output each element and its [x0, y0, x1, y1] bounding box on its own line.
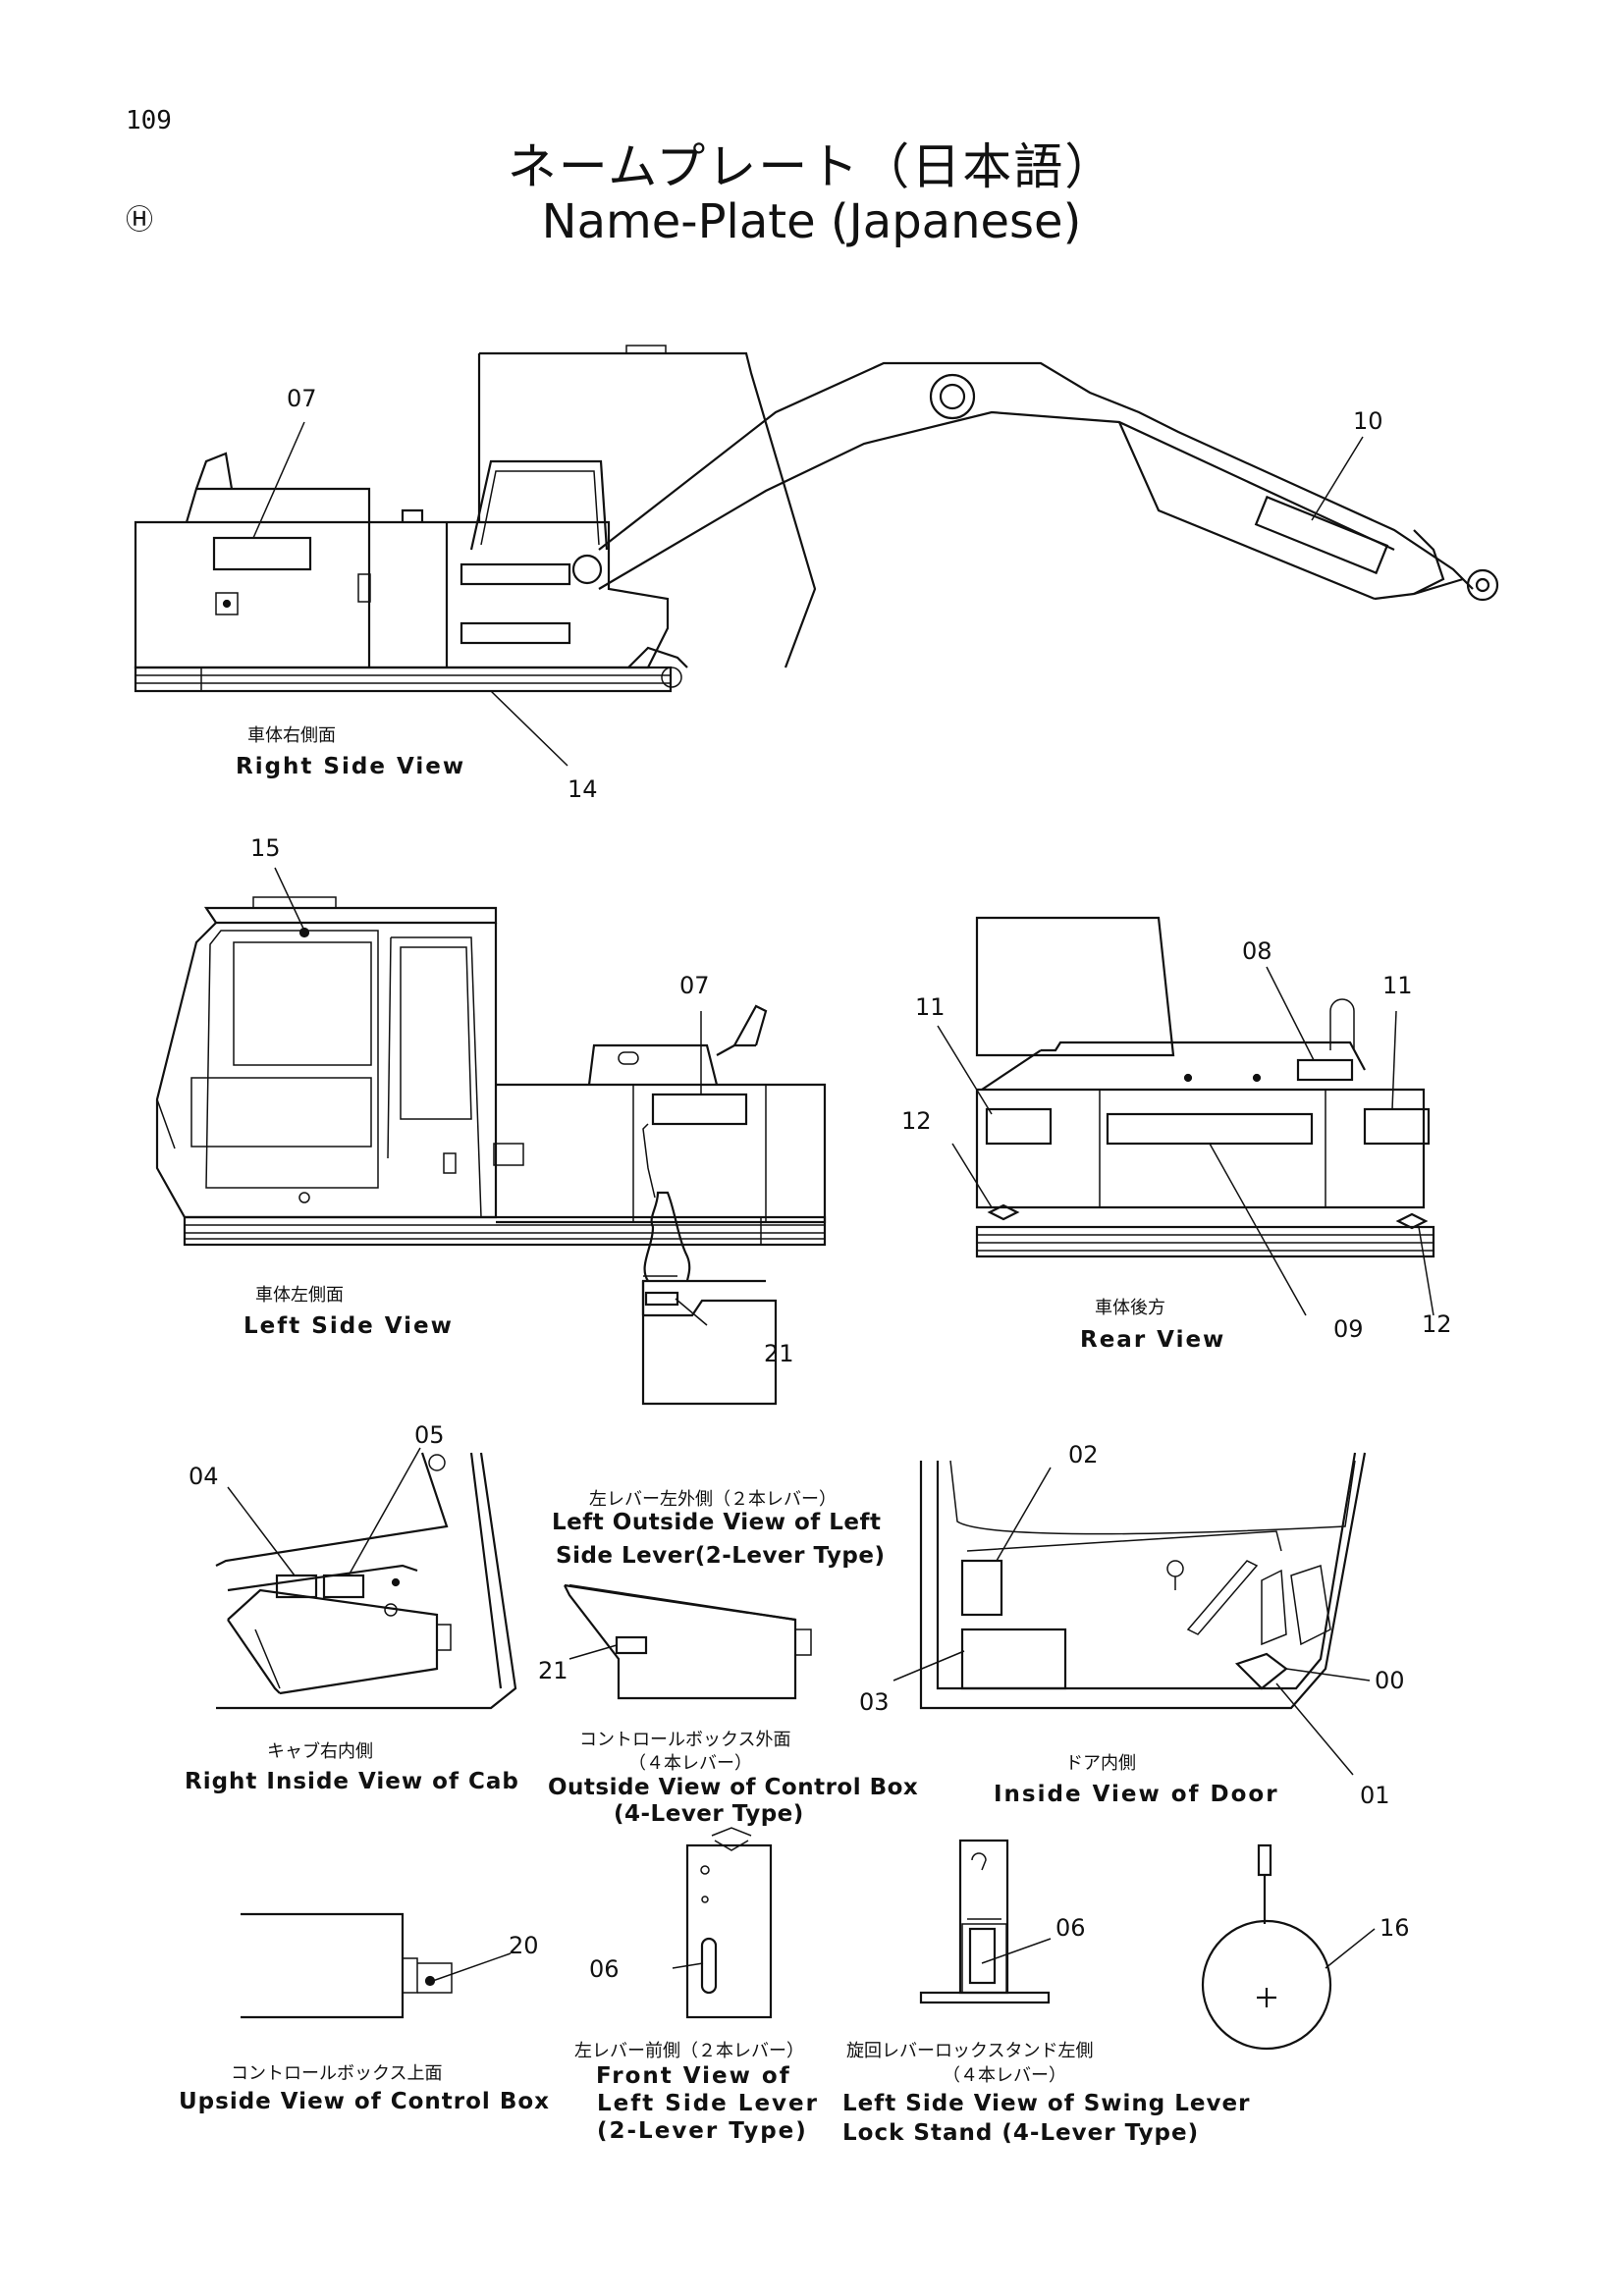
- title-english: Name-Plate (Japanese): [541, 194, 1082, 249]
- callout-12-left: 12: [901, 1107, 932, 1135]
- caption-rear-en: Rear View: [1080, 1327, 1226, 1353]
- callout-10: 10: [1353, 407, 1383, 435]
- caption-front-left-lever-en-2: Left Side Lever: [597, 2091, 819, 2116]
- callout-07-left: 07: [679, 972, 710, 999]
- nameplate-06-stand: [968, 1927, 997, 1985]
- nameplate-06-front: [700, 1937, 718, 1995]
- callout-20: 20: [509, 1932, 539, 1959]
- caption-front-left-lever-en-3: (2-Lever Type): [597, 2118, 808, 2144]
- caption-front-left-lever-en-1: Front View of: [596, 2063, 791, 2089]
- page-number: 109: [126, 106, 172, 135]
- manufacturer-mark: Ⓗ: [126, 203, 154, 236]
- nameplate-right-cab-1: [460, 562, 571, 586]
- caption-left-outside-lever-jp: 左レバー左外側（２本レバー）: [589, 1489, 837, 1510]
- swing-lever-lock-drawing: [919, 1839, 1052, 2004]
- callout-04: 04: [189, 1463, 219, 1490]
- inside-door-drawing: [893, 1452, 1371, 1776]
- nameplate-07-right: [212, 536, 312, 571]
- callout-21-lever: 21: [764, 1340, 794, 1367]
- nameplate-00: [1234, 1652, 1288, 1690]
- upside-control-box-drawing: [241, 1912, 512, 2019]
- caption-left-side-jp: 車体左側面: [255, 1285, 344, 1306]
- caption-outside-control-box-jp-1: コントロールボックス外面: [579, 1730, 791, 1750]
- callout-00: 00: [1375, 1667, 1405, 1694]
- caption-swing-lever-lock-jp-1: 旋回レバーロックスタンド左側: [846, 2041, 1094, 2061]
- callout-09: 09: [1333, 1315, 1364, 1343]
- right-side-view-drawing: [134, 345, 1499, 767]
- nameplate-11-left: [985, 1107, 1053, 1146]
- caption-outside-control-box-en-2: (4-Lever Type): [614, 1801, 804, 1827]
- nameplate-10: [1254, 495, 1389, 575]
- nameplate-08: [1296, 1058, 1354, 1082]
- outside-control-box-drawing: [564, 1583, 812, 1700]
- caption-outside-control-box-jp-2: （４本レバー）: [628, 1753, 752, 1774]
- caption-swing-lever-lock-jp-2: （４本レバー）: [943, 2065, 1066, 2086]
- callout-21-box: 21: [538, 1657, 568, 1684]
- nameplate-05: [322, 1574, 365, 1599]
- left-outside-lever-drawing: [641, 1123, 778, 1406]
- caption-outside-control-box-en-1: Outside View of Control Box: [548, 1775, 919, 1800]
- nameplate-21-box: [615, 1635, 648, 1655]
- callout-01: 01: [1360, 1782, 1390, 1809]
- callout-02: 02: [1068, 1441, 1099, 1468]
- caption-swing-lever-lock-en-2: Lock Stand (4-Lever Type): [842, 2120, 1200, 2146]
- nameplate-11-right: [1363, 1107, 1431, 1146]
- callout-15: 15: [250, 834, 281, 862]
- caption-upside-control-box-en: Upside View of Control Box: [179, 2089, 550, 2114]
- callout-05: 05: [414, 1421, 445, 1449]
- callout-08: 08: [1242, 937, 1272, 965]
- nameplate-right-cab-2: [460, 621, 571, 645]
- nameplate-12-left: [987, 1203, 1020, 1221]
- right-inside-cab-drawing: [215, 1447, 517, 1710]
- round-plate-drawing: [1201, 1843, 1376, 2051]
- nameplate-03: [960, 1628, 1067, 1690]
- caption-left-side-en: Left Side View: [243, 1313, 454, 1339]
- nameplate-07-left: [651, 1093, 748, 1126]
- callout-06-front: 06: [589, 1955, 620, 1983]
- nameplate-09: [1106, 1112, 1314, 1146]
- title-japanese: ネームプレート（日本語）: [507, 138, 1116, 195]
- caption-right-side-jp: 車体右側面: [247, 725, 336, 746]
- callout-06-stand: 06: [1055, 1914, 1086, 1942]
- caption-right-inside-cab-jp: キャブ右内側: [267, 1741, 373, 1762]
- caption-rear-jp: 車体後方: [1095, 1298, 1165, 1318]
- caption-front-left-lever-jp: 左レバー前側（２本レバー）: [574, 2041, 804, 2061]
- caption-inside-door-en: Inside View of Door: [994, 1782, 1279, 1807]
- left-side-view-drawing: [155, 867, 827, 1247]
- nameplate-21-lever: [644, 1291, 679, 1307]
- callout-03: 03: [859, 1688, 890, 1716]
- nameplate-04: [275, 1574, 318, 1599]
- callout-14: 14: [568, 775, 598, 803]
- caption-left-outside-lever-en-2: Side Lever(2-Lever Type): [556, 1543, 886, 1569]
- nameplate-02: [960, 1559, 1003, 1617]
- front-left-lever-drawing: [672, 1827, 773, 2019]
- callout-16: 16: [1380, 1914, 1410, 1942]
- caption-upside-control-box-jp: コントロールボックス上面: [231, 2063, 443, 2084]
- nameplate-12-right: [1395, 1212, 1429, 1230]
- caption-inside-door-jp: ドア内側: [1065, 1753, 1136, 1774]
- caption-right-inside-cab-en: Right Inside View of Cab: [185, 1769, 519, 1794]
- callout-12-right: 12: [1422, 1310, 1452, 1338]
- callout-11-right: 11: [1382, 972, 1413, 999]
- callout-11-left: 11: [915, 993, 946, 1021]
- callout-07-right: 07: [287, 385, 317, 412]
- caption-swing-lever-lock-en-1: Left Side View of Swing Lever: [842, 2091, 1251, 2116]
- rear-view-drawing: [937, 916, 1435, 1316]
- caption-left-outside-lever-en-1: Left Outside View of Left: [552, 1510, 882, 1535]
- caption-right-side-en: Right Side View: [236, 754, 466, 779]
